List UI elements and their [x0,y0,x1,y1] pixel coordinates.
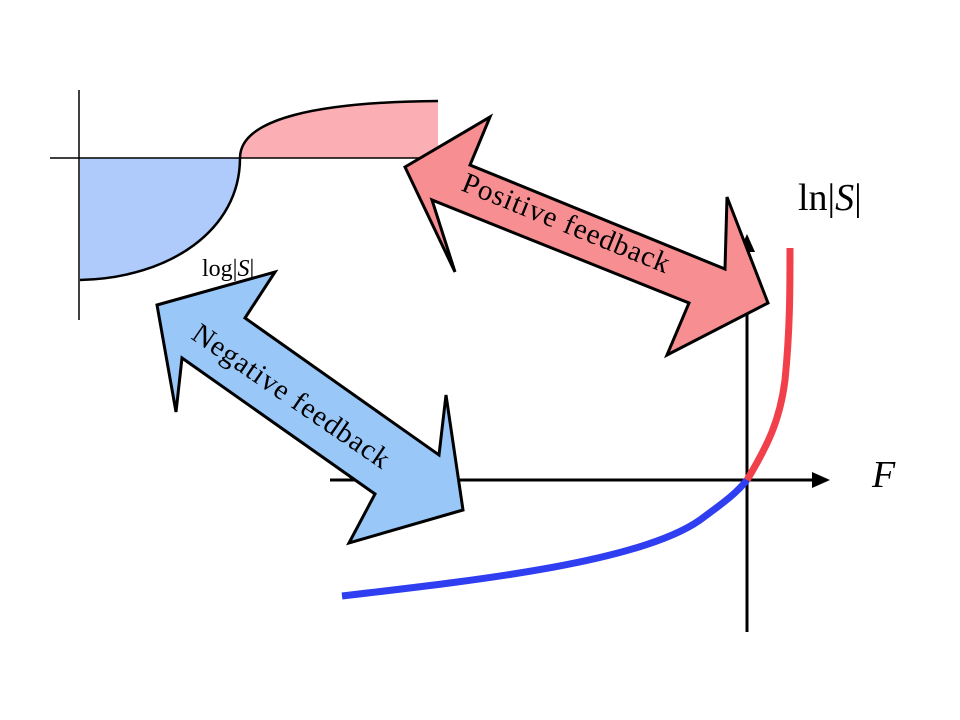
negative-feedback-arrow-shape [155,269,465,546]
positive-feedback-arrow-shape [403,113,770,359]
f-axis-arrowhead [812,472,830,488]
negative-feedback-label: Negative feedback [186,317,397,475]
log-s-label: log|S| [202,256,254,282]
ln-s-label: ln|S| [798,177,862,219]
f-axis-label: F [871,454,896,496]
inset-plot: log|S| [50,90,439,320]
positive-region [240,101,438,158]
negative-feedback-arrow: Negative feedback [155,269,465,546]
negative-region [80,158,240,280]
positive-curve [743,247,794,482]
positive-feedback-arrow: Positive feedback [403,113,770,359]
negative-curve [341,477,750,600]
